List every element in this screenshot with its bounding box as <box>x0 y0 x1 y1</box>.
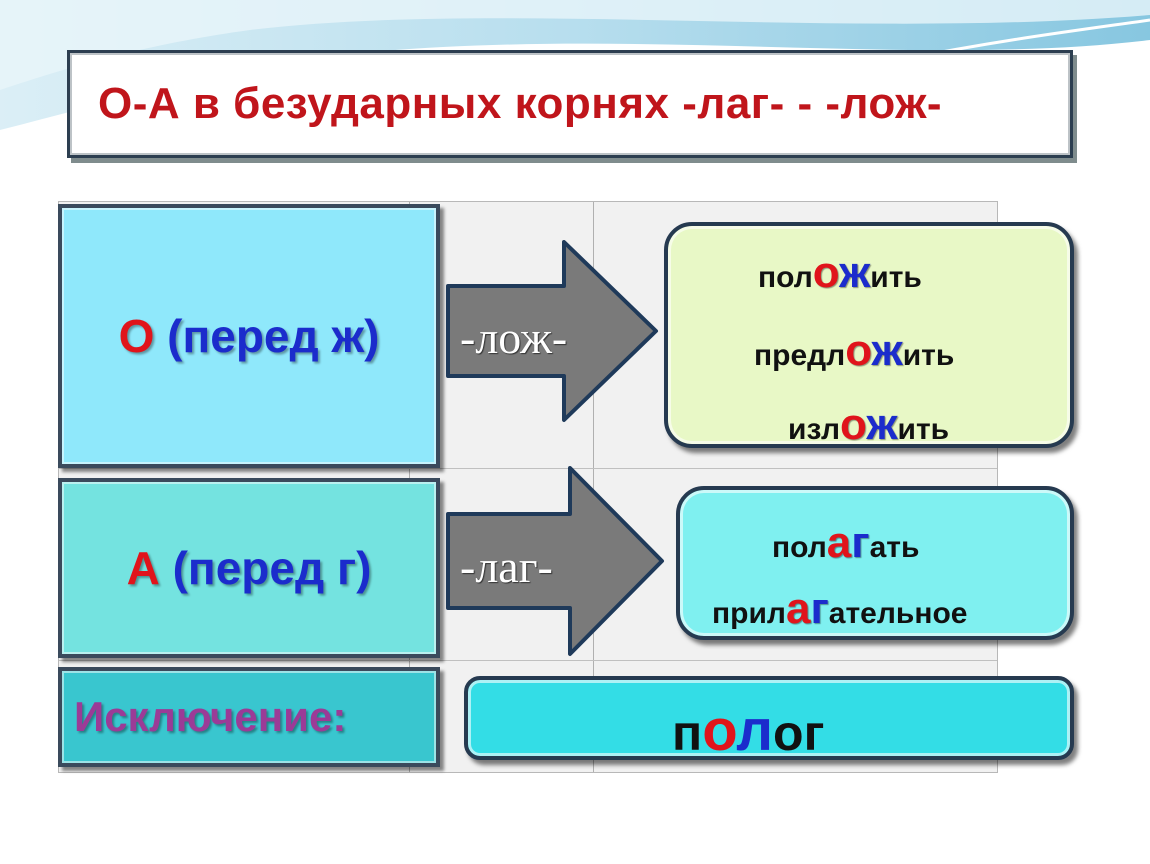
rule-o-label: О (перед ж) <box>119 309 380 363</box>
arrow-right-icon <box>446 466 664 656</box>
highlight-vowel: а <box>826 518 852 567</box>
exception-word: полог <box>672 697 824 764</box>
exception-box: Исключение: <box>58 667 440 767</box>
word-part: изл <box>788 413 841 446</box>
exception-word-box <box>464 676 1074 760</box>
exception-label: Исключение: <box>74 693 347 740</box>
rule-o-text: (перед ж) <box>154 310 380 362</box>
highlight-vowel: о <box>812 248 840 297</box>
example-word: предложить <box>754 326 954 376</box>
rule-a-letter: А <box>126 542 160 594</box>
arrow-lag-label: -лаг- <box>460 541 553 592</box>
word-part: п <box>672 705 703 761</box>
highlight-consonant: г <box>851 518 870 567</box>
arrow-right-icon <box>446 240 658 422</box>
highlight-vowel: а <box>785 584 811 633</box>
highlight-vowel: о <box>702 698 737 763</box>
examples-o-box <box>664 222 1074 448</box>
rule-o-letter: О <box>118 310 155 362</box>
example-word: изложить <box>788 400 949 450</box>
word-part: ог <box>773 705 825 761</box>
word-part: пол <box>758 261 813 294</box>
highlight-vowel: о <box>840 400 867 449</box>
word-part: ать <box>869 531 920 564</box>
example-word: прилагательное <box>712 584 967 634</box>
highlight-consonant: ж <box>839 248 871 297</box>
highlight-consonant: л <box>736 698 774 763</box>
grid-line <box>593 202 594 772</box>
word-part: прил <box>712 597 786 630</box>
highlight-consonant: ж <box>871 326 903 375</box>
examples-a-box <box>676 486 1074 640</box>
rule-a-text: (перед г) <box>159 542 372 594</box>
grid-line <box>59 468 997 469</box>
highlight-consonant: г <box>810 584 829 633</box>
word-part: ательное <box>828 597 968 630</box>
example-word: положить <box>758 248 922 298</box>
title-box: О-А в безударных корнях -лаг- - -лож- <box>67 50 1073 158</box>
word-part: предл <box>754 339 846 372</box>
example-word: полагать <box>772 518 919 568</box>
word-part: ить <box>902 339 955 372</box>
arrow-lozh-label: -лож- <box>460 312 568 363</box>
page-title: О-А в безударных корнях -лаг- - -лож- <box>98 79 943 128</box>
word-part: пол <box>772 531 827 564</box>
grid-line <box>59 660 997 661</box>
word-part: ить <box>870 261 922 294</box>
rule-a-label: А (перед г) <box>127 541 372 595</box>
highlight-consonant: ж <box>866 400 898 449</box>
highlight-vowel: о <box>845 326 872 375</box>
word-part: ить <box>897 413 950 446</box>
rule-a-box: А (перед г) <box>58 478 440 658</box>
rule-o-box: О (перед ж) <box>58 204 440 468</box>
